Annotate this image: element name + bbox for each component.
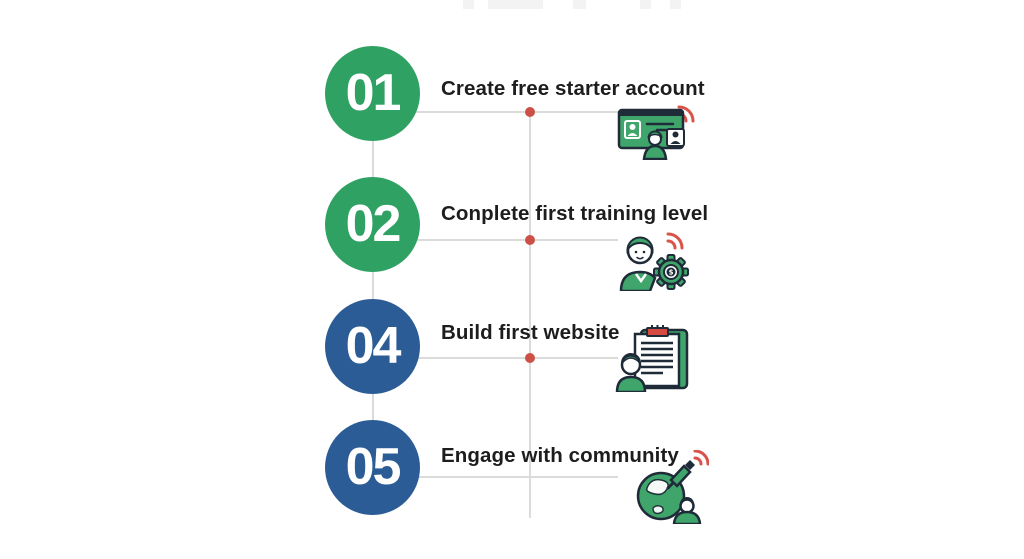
center-guide-line	[529, 112, 531, 518]
step-connector-line	[416, 111, 618, 113]
step-label: Conplete first training level	[441, 202, 709, 225]
step-connector-line	[416, 239, 618, 241]
step-number-circle: 02	[325, 177, 420, 272]
step-number-circle: 01	[325, 46, 420, 141]
circle-connector-line	[372, 94, 374, 468]
dollar-glyph: $	[669, 268, 674, 276]
cropped-title-remnant	[640, 0, 651, 9]
milestone-dot	[525, 235, 535, 245]
step-number: 01	[345, 63, 402, 122]
milestone-dot	[525, 353, 535, 363]
step-connector-line	[416, 476, 618, 478]
milestone-dot	[525, 107, 535, 117]
step-number: 04	[345, 316, 402, 375]
step-connector-line	[416, 357, 618, 359]
cropped-title-remnant	[488, 0, 543, 9]
step-number: 02	[345, 194, 402, 253]
step-number-circle: 04	[325, 299, 420, 394]
step-label: Build first website	[441, 321, 620, 344]
cropped-title-remnant	[573, 0, 586, 9]
step-label: Engage with community	[441, 444, 679, 467]
community-globe-icon	[629, 450, 709, 524]
step-number-circle: 05	[325, 420, 420, 515]
cropped-title-remnant	[463, 0, 474, 9]
webinar-screen-icon	[617, 102, 701, 160]
step-number: 05	[345, 437, 402, 496]
website-checklist-icon	[615, 324, 693, 392]
cropped-title-remnant	[670, 0, 681, 9]
training-reward-icon: $	[612, 229, 696, 291]
step-label: Create free starter account	[441, 77, 705, 100]
